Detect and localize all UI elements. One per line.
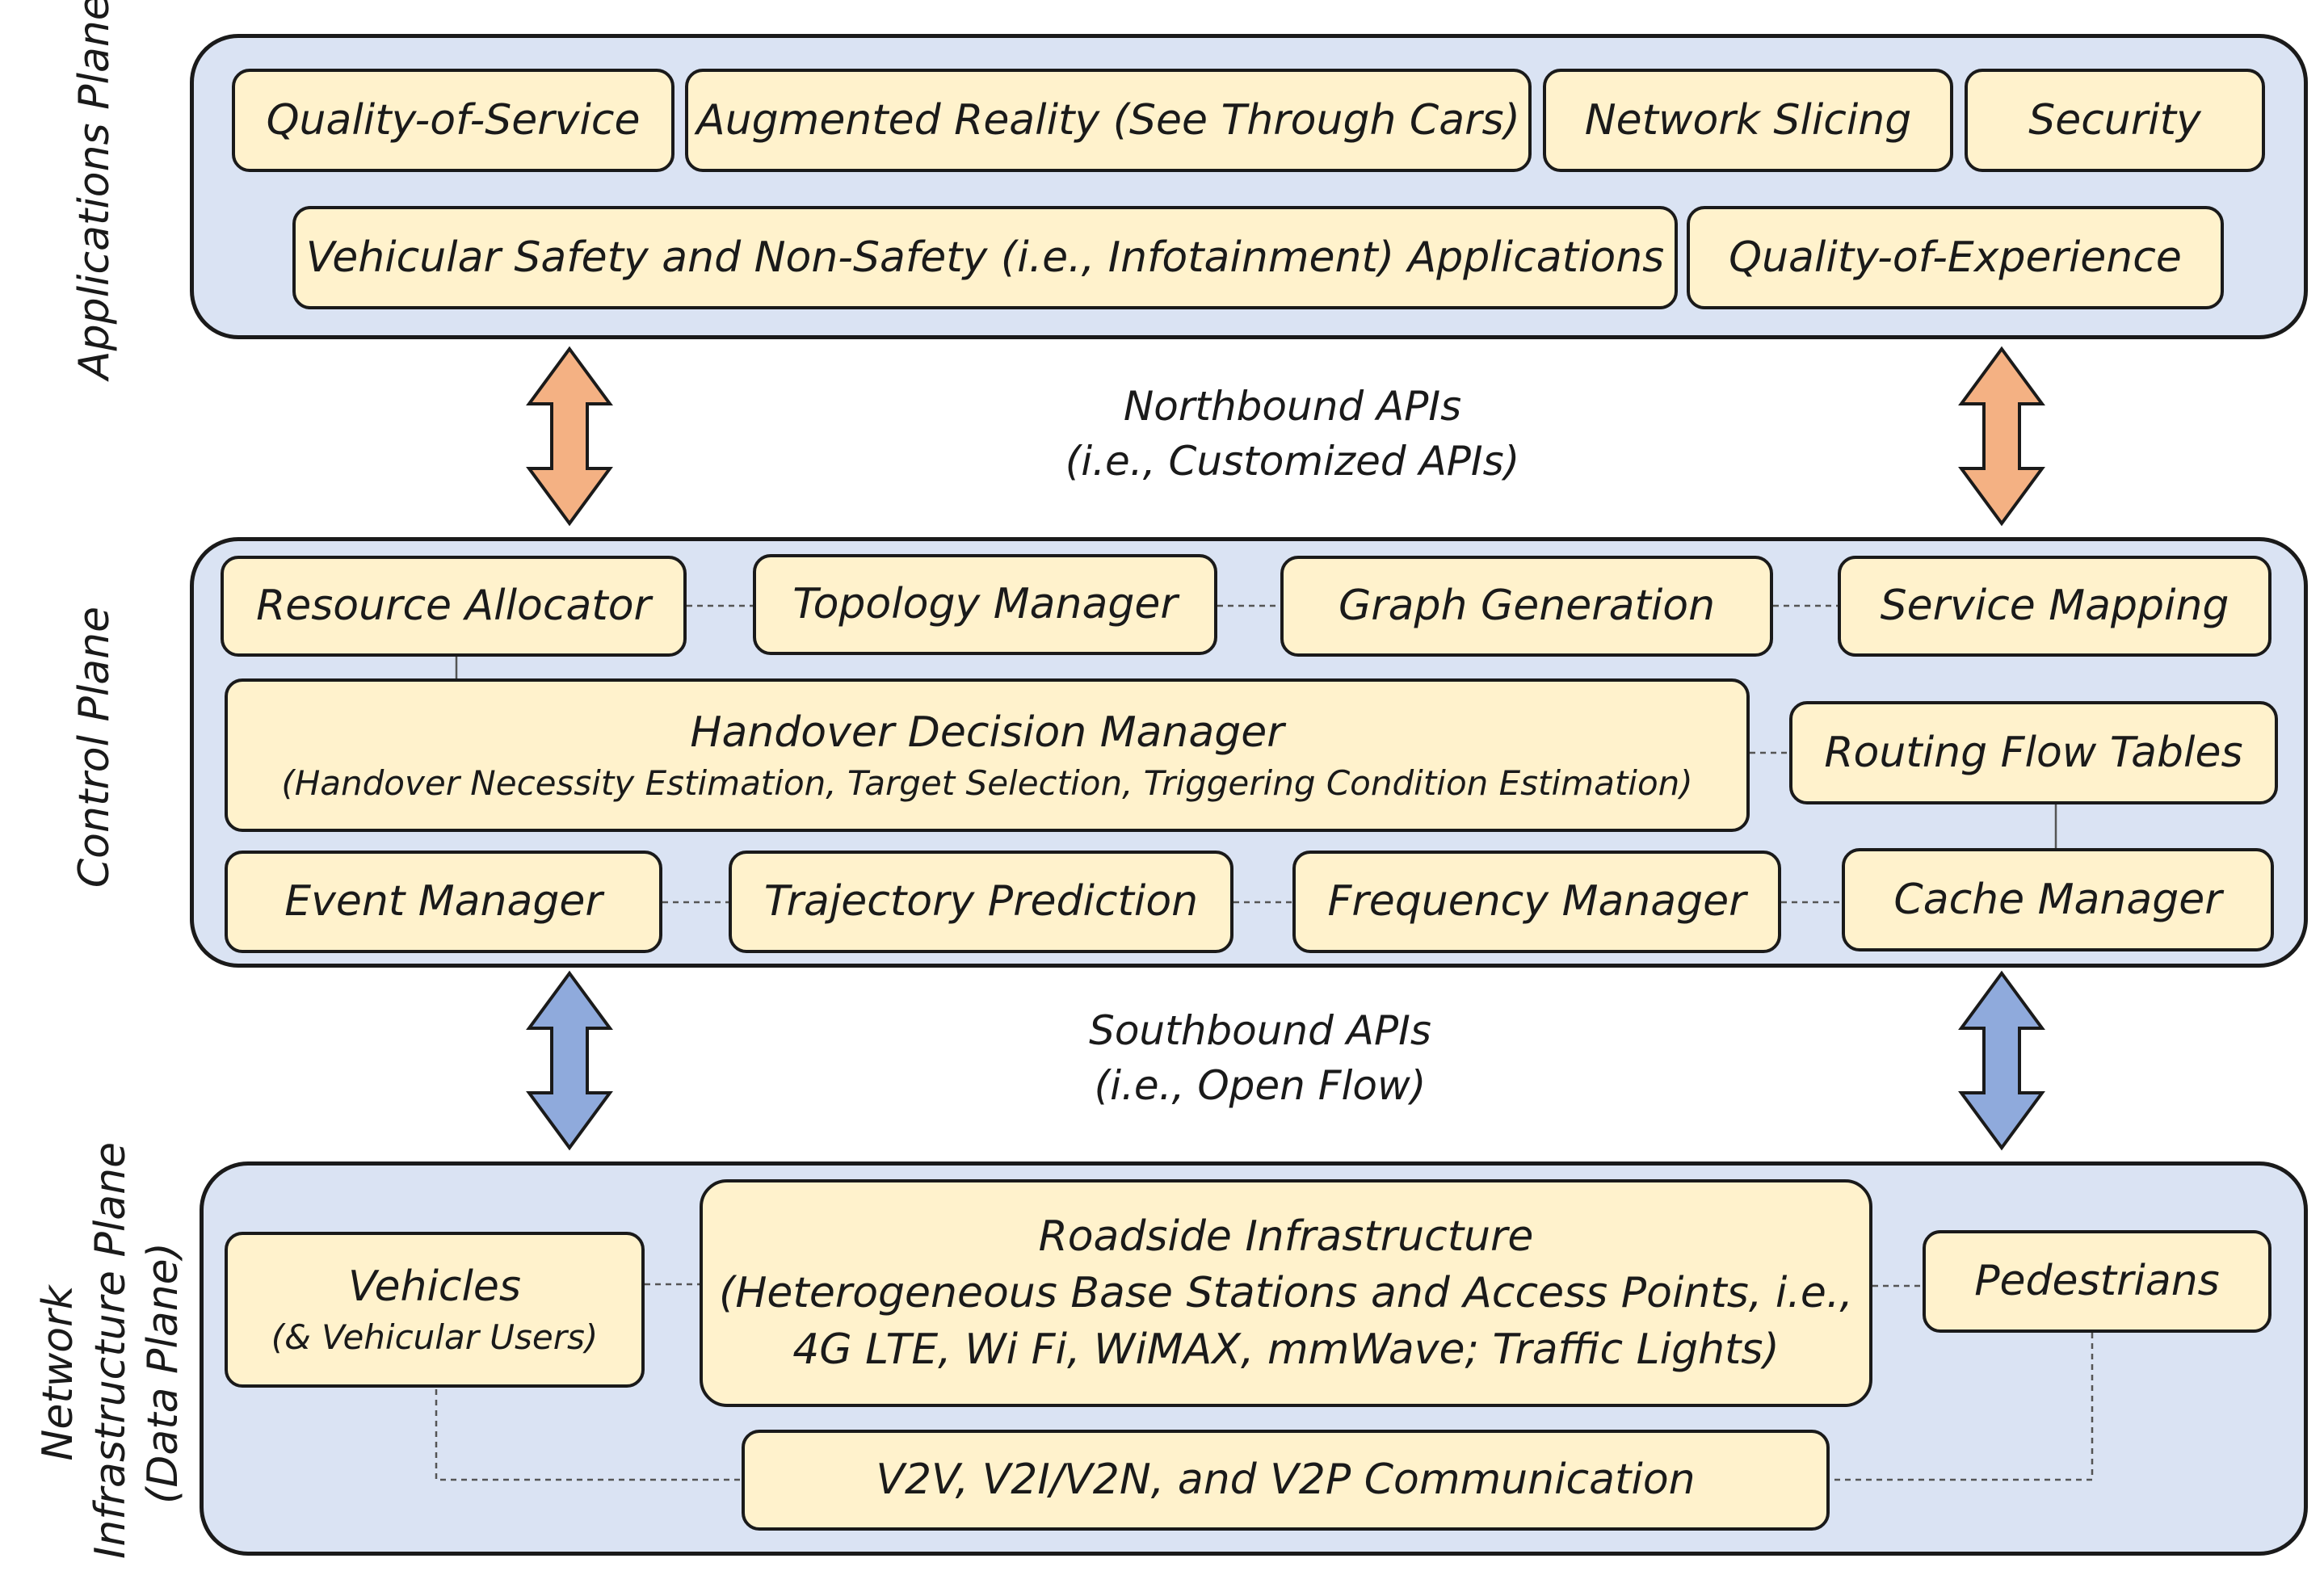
roadside-infrastructure-line3: 4G LTE, Wi Fi, WiMAX, mmWave; Traffic Li… bbox=[792, 1325, 1780, 1375]
handover-decision-manager-box: Handover Decision Manager (Handover Nece… bbox=[225, 678, 1750, 832]
northbound-apis-subtitle: (i.e., Customized APIs) bbox=[1065, 437, 1520, 485]
app-augmented-reality: Augmented Reality (See Through Cars) bbox=[685, 69, 1532, 172]
vehicles-subtitle: (& Vehicular Users) bbox=[271, 1317, 599, 1358]
vehicles-box: Vehicles (& Vehicular Users) bbox=[225, 1232, 645, 1388]
southbound-apis-title: Southbound APIs bbox=[1089, 1007, 1431, 1054]
northbound-arrow-left bbox=[526, 346, 613, 527]
southbound-arrow-right bbox=[1958, 970, 2045, 1151]
app-security: Security bbox=[1965, 69, 2265, 172]
southbound-apis-subtitle: (i.e., Open Flow) bbox=[1094, 1061, 1427, 1109]
roadside-infrastructure-box: Roadside Infrastructure (Heterogeneous B… bbox=[700, 1179, 1872, 1407]
frequency-manager-box: Frequency Manager bbox=[1292, 851, 1781, 953]
topology-manager-box: Topology Manager bbox=[753, 554, 1217, 655]
handover-decision-manager-detail: (Handover Necessity Estimation, Target S… bbox=[281, 762, 1693, 803]
northbound-apis-label: Northbound APIs (i.e., Customized APIs) bbox=[929, 380, 1656, 489]
northbound-apis-title: Northbound APIs bbox=[1123, 383, 1462, 430]
trajectory-prediction-box: Trajectory Prediction bbox=[729, 851, 1233, 953]
pedestrians-box: Pedestrians bbox=[1923, 1230, 2271, 1333]
topology-manager-label: Topology Manager bbox=[792, 580, 1178, 629]
routing-flow-tables-label: Routing Flow Tables bbox=[1824, 728, 2243, 777]
app-quality-of-experience: Quality-of-Experience bbox=[1687, 206, 2224, 309]
pedestrians-label: Pedestrians bbox=[1974, 1257, 2220, 1306]
graph-generation-label: Graph Generation bbox=[1338, 582, 1716, 631]
routing-flow-tables-box: Routing Flow Tables bbox=[1789, 701, 2278, 804]
app-security-label: Security bbox=[2028, 95, 2201, 145]
event-manager-label: Event Manager bbox=[284, 877, 603, 926]
roadside-infrastructure-line2: (Heterogeneous Base Stations and Access … bbox=[719, 1268, 1853, 1317]
graph-generation-box: Graph Generation bbox=[1280, 556, 1773, 657]
cache-manager-box: Cache Manager bbox=[1842, 848, 2274, 951]
app-augmented-reality-label: Augmented Reality (See Through Cars) bbox=[696, 95, 1520, 145]
service-mapping-box: Service Mapping bbox=[1838, 556, 2271, 657]
trajectory-prediction-label: Trajectory Prediction bbox=[763, 877, 1199, 926]
frequency-manager-label: Frequency Manager bbox=[1327, 877, 1746, 926]
app-network-slicing: Network Slicing bbox=[1543, 69, 1953, 172]
northbound-arrow-right bbox=[1958, 346, 2045, 527]
app-quality-of-service-label: Quality-of-Service bbox=[266, 95, 641, 145]
service-mapping-label: Service Mapping bbox=[1880, 582, 2229, 631]
southbound-arrow-left bbox=[526, 970, 613, 1151]
event-manager-box: Event Manager bbox=[225, 851, 662, 953]
app-quality-of-service: Quality-of-Service bbox=[232, 69, 675, 172]
app-vehicular-safety: Vehicular Safety and Non-Safety (i.e., I… bbox=[292, 206, 1678, 309]
cache-manager-label: Cache Manager bbox=[1893, 875, 2222, 924]
communication-box: V2V, V2I/V2N, and V2P Communication bbox=[742, 1430, 1830, 1531]
resource-allocator-label: Resource Allocator bbox=[256, 582, 651, 631]
app-vehicular-safety-label: Vehicular Safety and Non-Safety (i.e., I… bbox=[305, 233, 1665, 282]
app-network-slicing-label: Network Slicing bbox=[1584, 95, 1912, 145]
handover-decision-manager-title: Handover Decision Manager bbox=[690, 708, 1284, 757]
southbound-apis-label: Southbound APIs (i.e., Open Flow) bbox=[897, 1004, 1624, 1113]
app-quality-of-experience-label: Quality-of-Experience bbox=[1729, 233, 2182, 282]
vehicles-title: Vehicles bbox=[347, 1262, 522, 1312]
roadside-infrastructure-title: Roadside Infrastructure bbox=[1038, 1212, 1534, 1261]
resource-allocator-box: Resource Allocator bbox=[221, 556, 687, 657]
communication-label: V2V, V2I/V2N, and V2P Communication bbox=[876, 1455, 1696, 1505]
